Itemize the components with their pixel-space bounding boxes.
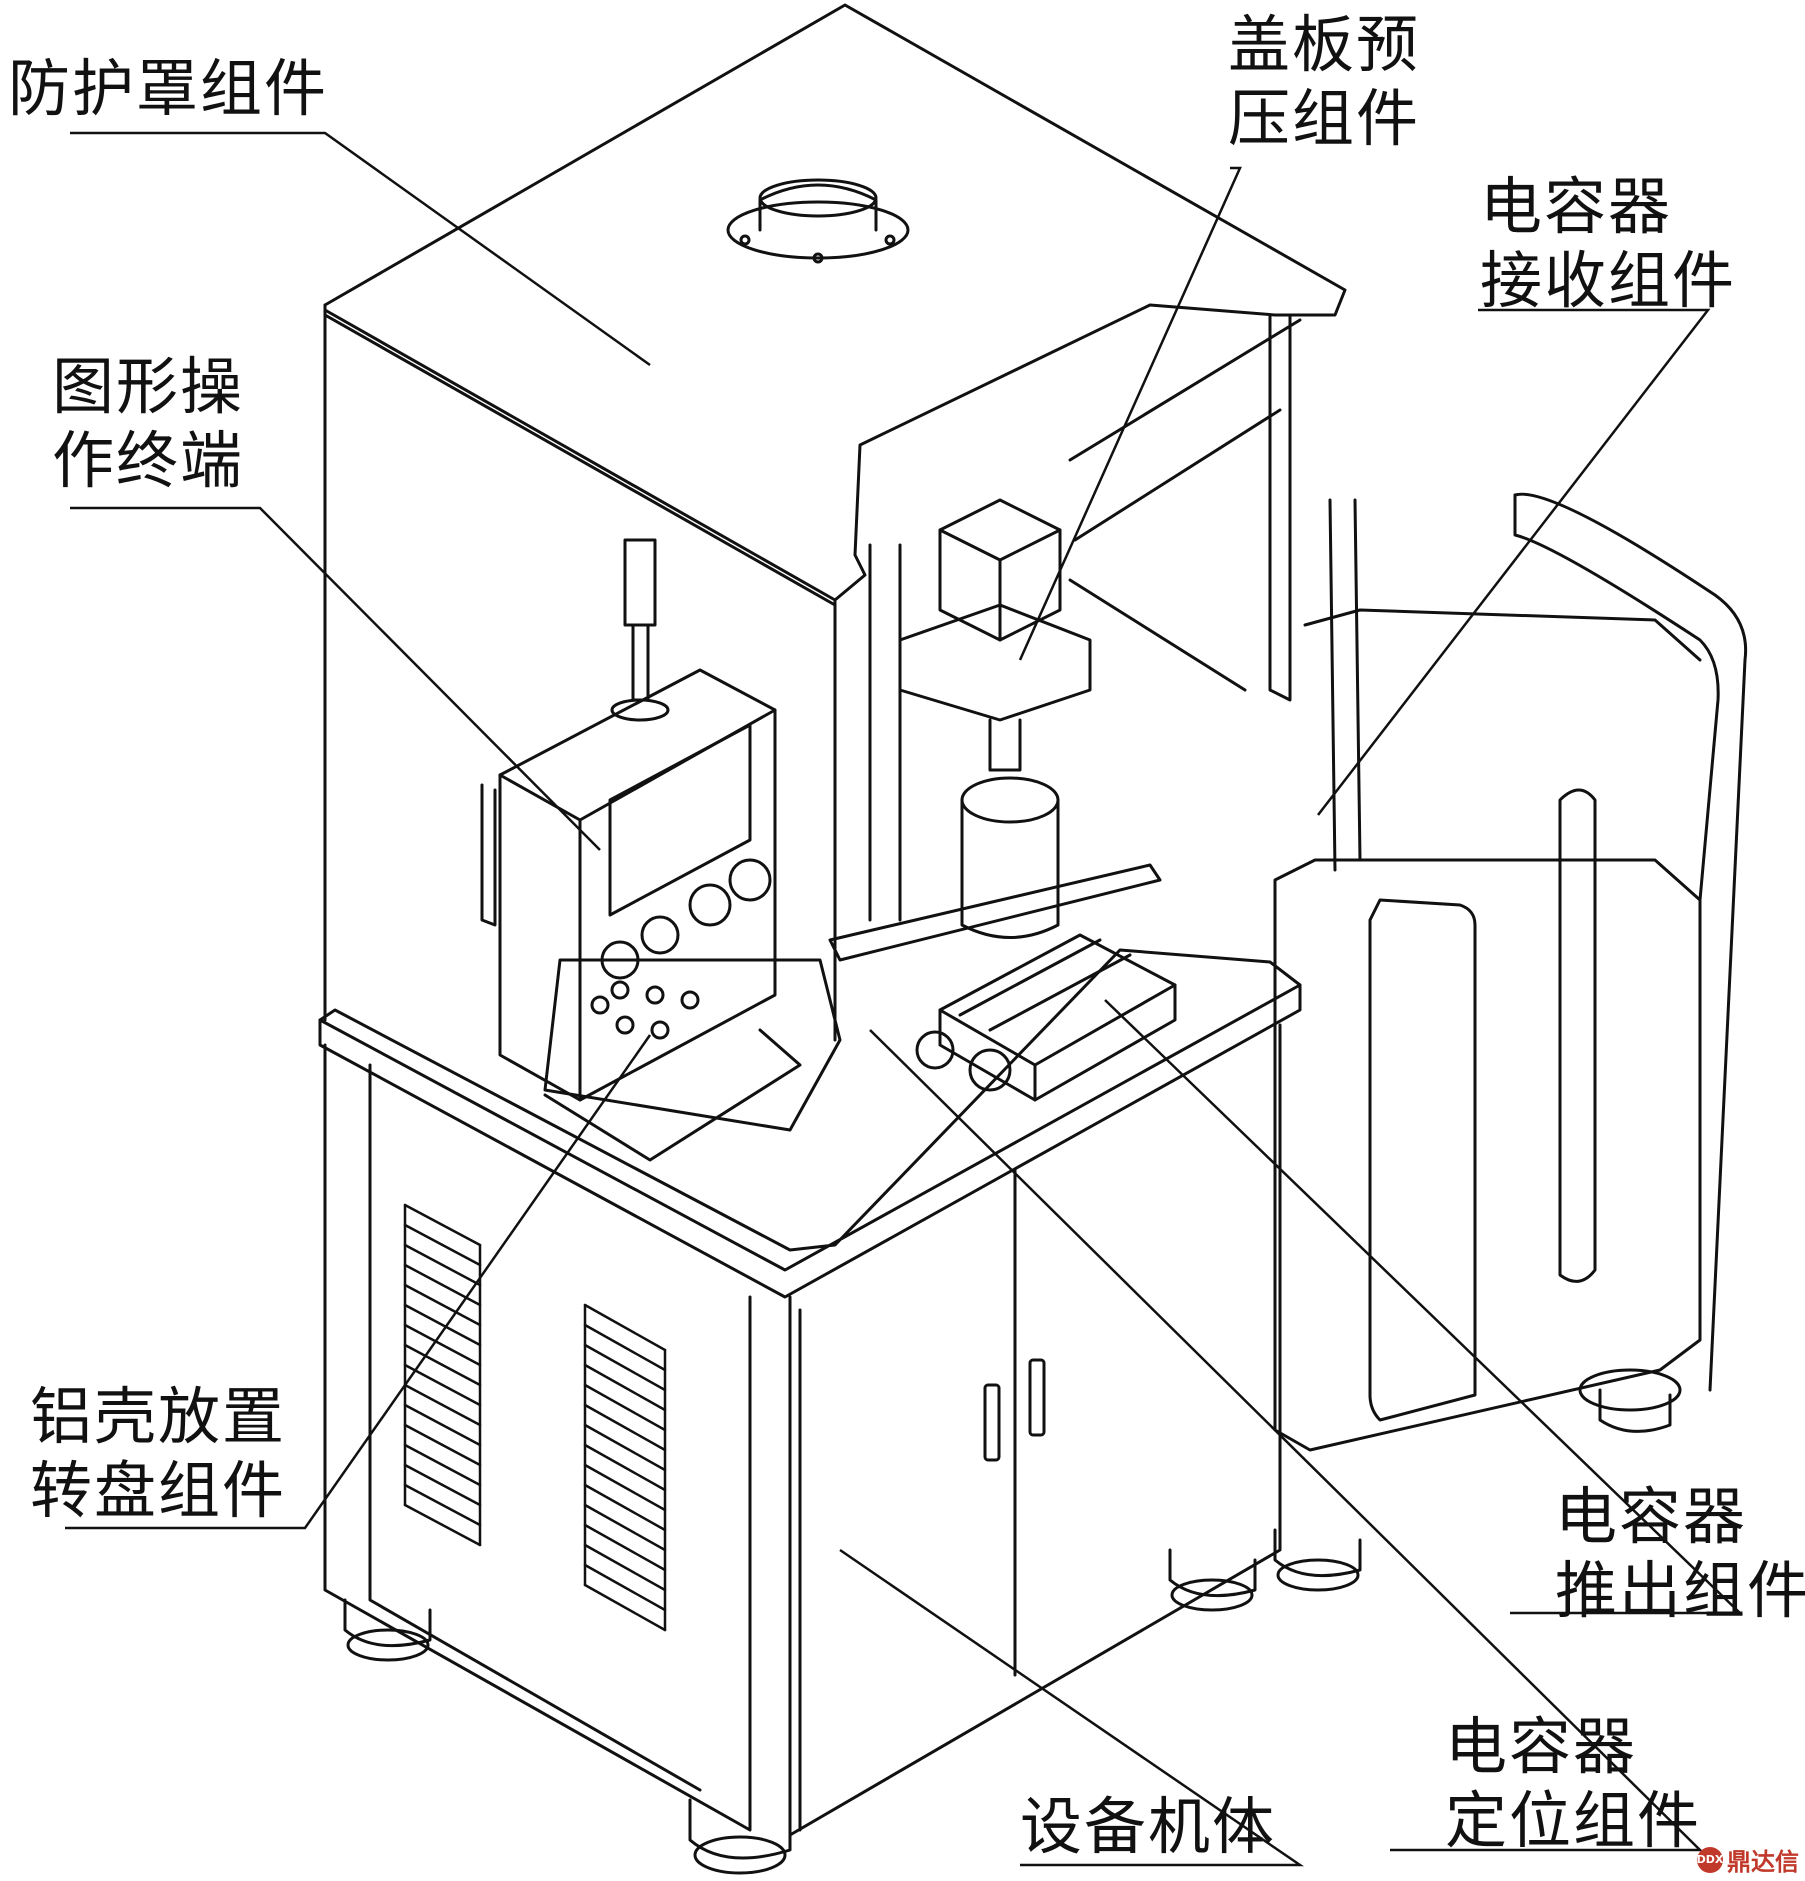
label-graphic-terminal-line2: 作终端 [52, 424, 245, 498]
label-aluminum-turntable-line2: 转盘组件 [30, 1454, 287, 1528]
cabinet-left-face [323, 1043, 752, 1832]
label-aluminum-turntable-line1: 铝壳放置 [30, 1380, 287, 1453]
watermark: DDX 鼎达信 [1697, 1842, 1799, 1877]
label-graphic-terminal: 图形操 作终端 [52, 350, 244, 499]
label-protective-cover: 防护罩组件 [8, 52, 329, 125]
label-capacitor-pushout-line2: 推出组件 [1555, 1554, 1805, 1628]
leader-aluminum-turntable [65, 1034, 652, 1530]
label-graphic-terminal-line1: 图形操 [52, 350, 245, 423]
label-capacitor-positioning-line2: 定位组件 [1445, 1784, 1702, 1858]
protective-cover [323, 3, 1347, 1042]
label-machine-body: 设备机体 [1020, 1790, 1277, 1863]
label-capacitor-pushout: 电容器 推出组件 [1555, 1480, 1805, 1629]
leader-cover-prepress [1018, 166, 1242, 661]
capacitor-pushout-assembly [915, 933, 1177, 1102]
watermark-logo-icon: DDX [1697, 1846, 1723, 1873]
leader-machine-body [839, 1548, 1305, 1867]
graphic-terminal [480, 538, 777, 1102]
label-capacitor-pushout-line1: 电容器 [1555, 1480, 1748, 1553]
capacitor-receiving-cart [1273, 492, 1748, 1452]
label-aluminum-turntable: 铝壳放置 转盘组件 [30, 1380, 286, 1529]
label-capacitor-positioning: 电容器 定位组件 [1445, 1710, 1701, 1859]
vent-grille-left [403, 1203, 482, 1547]
label-capacitor-receiving-line1: 电容器 [1480, 170, 1673, 243]
aluminum-turntable [543, 958, 842, 1162]
leader-capacitor-pushout [1104, 999, 1744, 1615]
label-capacitor-receiving-line2: 接收组件 [1480, 244, 1737, 318]
machine-base-cabinet [318, 948, 1362, 1875]
label-cover-prepress: 盖板预 压组件 [1228, 8, 1420, 157]
leveling-feet [343, 1528, 1362, 1875]
cabinet-front-face [788, 1023, 1282, 1837]
leader-lines [65, 131, 1744, 1867]
label-capacitor-positioning-line1: 电容器 [1445, 1710, 1638, 1783]
cover-prepress-assembly [828, 498, 1162, 962]
leader-graphic-terminal [70, 506, 601, 851]
tabletop [318, 948, 1302, 1272]
label-cover-prepress-line2: 压组件 [1228, 82, 1421, 156]
vent-grille-right [583, 1303, 667, 1632]
label-capacitor-receiving: 电容器 接收组件 [1480, 170, 1736, 319]
leader-capacitor-receiving [1317, 308, 1711, 816]
leader-protective-cover [70, 131, 651, 367]
label-cover-prepress-line1: 盖板预 [1228, 8, 1421, 81]
watermark-text: 鼎达信 [1727, 1848, 1799, 1876]
